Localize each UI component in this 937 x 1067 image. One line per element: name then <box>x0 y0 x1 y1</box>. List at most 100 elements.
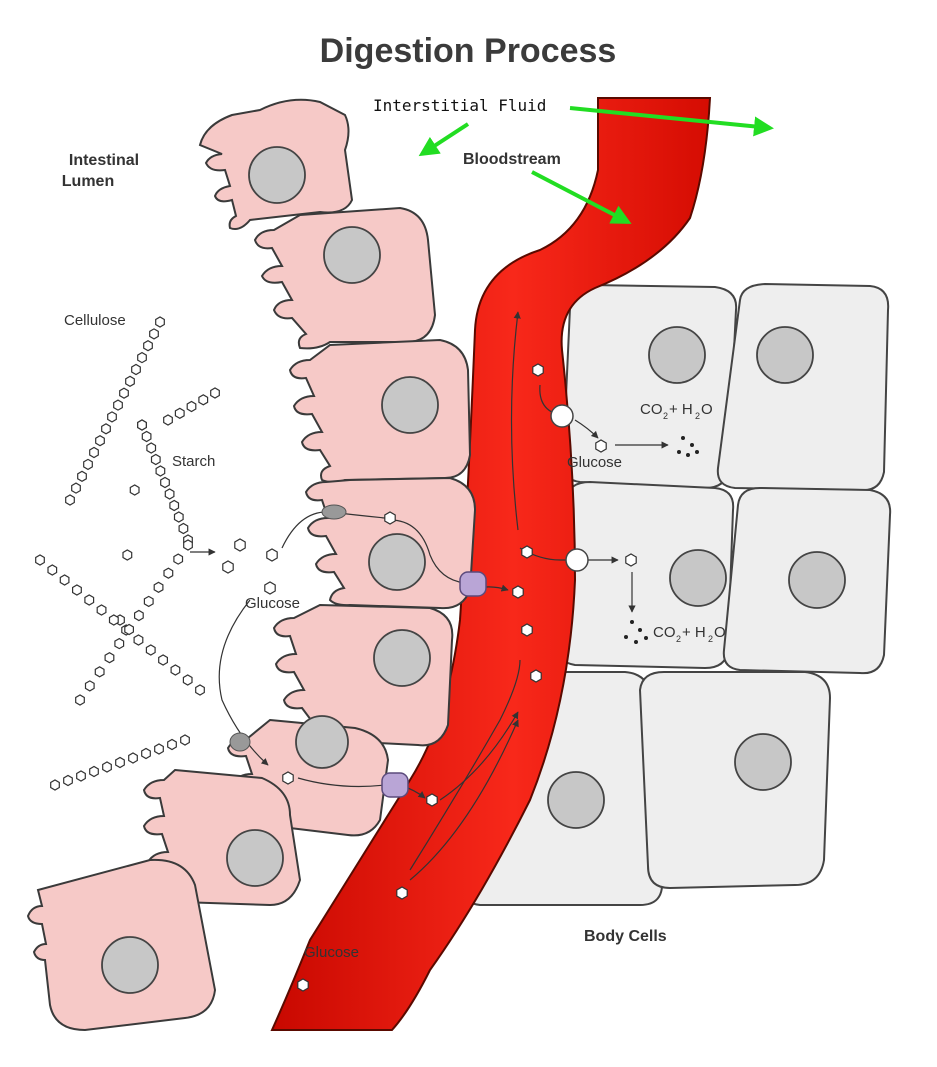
hexagon-icon <box>195 684 205 696</box>
nucleus <box>381 376 439 434</box>
hexagon-icon <box>173 511 184 523</box>
hexagon-icon <box>96 604 107 616</box>
hexagon-icon <box>89 446 99 459</box>
svg-text:O: O <box>701 401 713 418</box>
hexagon-icon <box>160 476 170 489</box>
membrane-transporter-icon <box>321 504 347 520</box>
intestinal-lumen-label: Intestinal <box>69 152 139 169</box>
hexagon-icon <box>164 488 175 500</box>
hexagon-icon <box>122 549 133 561</box>
hexagon-icon <box>532 363 544 377</box>
hexagon-icon <box>183 539 193 551</box>
hexagon-icon <box>182 674 193 686</box>
nucleus <box>248 146 306 204</box>
hexagon-icon <box>101 423 111 435</box>
hexagon-icon <box>154 743 164 755</box>
hexagon-icon <box>95 435 105 447</box>
transporters <box>229 404 589 798</box>
glucose-molecules <box>222 363 637 992</box>
hexagon-icon <box>396 886 408 900</box>
intestinal-lumen-label-2: Lumen <box>62 173 114 190</box>
hexagon-icon <box>264 581 276 595</box>
hexagon-icon <box>35 554 45 566</box>
hexagon-icon <box>186 400 197 413</box>
svg-text:CO: CO <box>640 401 663 418</box>
metabolite-dots <box>624 436 699 644</box>
hexagon-icon <box>167 738 177 751</box>
hexagon-icon <box>149 328 159 340</box>
hexagon-icon <box>84 594 95 606</box>
hexagon-icon <box>163 567 174 579</box>
hexagon-icon <box>210 387 220 399</box>
hexagon-icon <box>173 553 184 565</box>
hexagon-icon <box>595 439 607 453</box>
hexagon-icon <box>107 411 117 423</box>
hexagon-icon <box>115 756 125 769</box>
hexagon-icon <box>163 414 173 426</box>
svg-text:+ H: + H <box>682 624 706 641</box>
hexagon-icon <box>384 511 396 525</box>
hexagon-icon <box>129 484 140 496</box>
hexagon-icon <box>102 761 112 773</box>
nucleus <box>788 551 846 609</box>
hexagon-icon <box>512 585 524 599</box>
membrane-transporter-icon <box>381 772 409 798</box>
hexagon-icon <box>155 465 166 477</box>
hexagon-icon <box>150 453 161 466</box>
hexagon-icon <box>94 666 105 678</box>
hexagon-icon <box>137 351 147 364</box>
hexagon-icon <box>282 771 294 785</box>
starch-label: Starch <box>172 453 215 470</box>
hexagon-icon <box>75 694 85 706</box>
hexagon-icon <box>141 747 151 760</box>
green-arrow-icon <box>531 170 632 224</box>
hexagon-icon <box>222 560 234 574</box>
hexagon-icon <box>76 770 86 782</box>
hexagon-icon <box>153 581 164 593</box>
svg-text:+ H: + H <box>669 401 693 418</box>
co2-h2o-bottom: CO 2 + H 2 O <box>653 624 726 644</box>
hexagon-icon <box>145 644 156 656</box>
svg-text:2: 2 <box>695 411 700 421</box>
nucleus <box>734 733 792 791</box>
epithelial-cell <box>288 338 472 483</box>
hexagon-icon <box>155 316 165 328</box>
hexagon-icon <box>77 470 87 482</box>
membrane-transporter-icon <box>229 732 251 752</box>
hexagon-icon <box>104 652 115 664</box>
nucleus <box>226 829 284 887</box>
co2-h2o-top: CO 2 + H 2 O <box>640 401 713 421</box>
hexagon-icon <box>108 614 119 626</box>
hexagon-icon <box>113 399 123 411</box>
svg-text:2: 2 <box>708 634 713 644</box>
nucleus <box>368 533 426 591</box>
hexagon-icon <box>174 407 185 419</box>
hexagon-icon <box>84 680 95 692</box>
green-arrows <box>418 106 774 224</box>
hexagon-icon <box>521 545 533 559</box>
nucleus <box>373 629 431 687</box>
svg-text:CO: CO <box>653 624 676 641</box>
hexagon-icon <box>114 637 125 650</box>
hexagon-icon <box>137 419 147 431</box>
body-cells-label: Body Cells <box>584 928 667 945</box>
hexagon-icon <box>47 564 58 576</box>
hexagon-icon <box>89 765 99 778</box>
hexagon-icon <box>158 654 168 666</box>
nucleus <box>648 326 706 384</box>
nucleus <box>669 549 727 607</box>
polymer-chains <box>35 316 220 791</box>
hexagon-icon <box>65 494 75 506</box>
green-arrow-icon <box>418 122 470 157</box>
glucose-lumen-label: Glucose <box>245 595 300 612</box>
hexagon-icon <box>625 553 637 567</box>
hexagon-icon <box>146 442 157 454</box>
cellulose-label: Cellulose <box>64 312 126 329</box>
hexagon-icon <box>143 340 153 352</box>
hexagon-icon <box>50 779 60 791</box>
page-title: Digestion Process <box>320 32 617 70</box>
epithelium-group <box>26 98 477 1032</box>
hexagon-icon <box>63 774 73 787</box>
hexagon-icon <box>124 623 134 636</box>
